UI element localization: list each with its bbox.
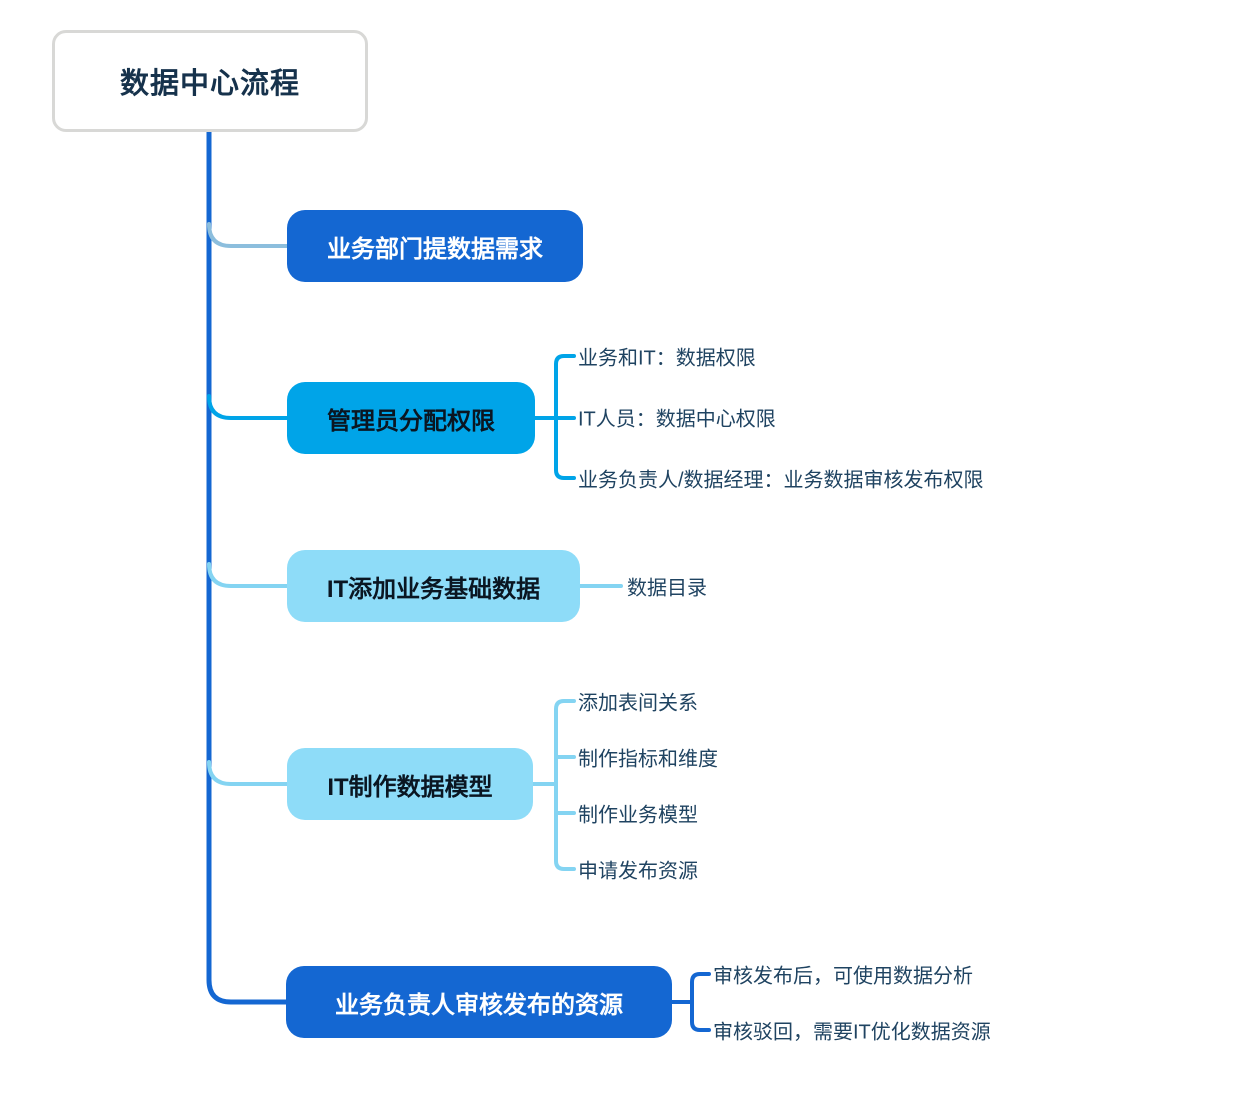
connector-branch-2 (207, 394, 291, 420)
trunk-connector-branch-5 (206, 129, 291, 1005)
connector-branch-4-bracket (554, 699, 576, 871)
leaf-owner-manager-review-publish-permission[interactable]: 业务负责人/数据经理：业务数据审核发布权限 (578, 469, 984, 492)
branch-node-business-data-request[interactable]: 业务部门提数据需求 (287, 210, 583, 282)
leaf-data-catalog[interactable]: 数据目录 (627, 577, 707, 600)
leaf-build-metrics-dimensions[interactable]: 制作指标和维度 (578, 748, 718, 771)
connector-branch-2-bracket (554, 354, 576, 480)
connector-branch-1 (207, 222, 291, 248)
leaf-rejected-it-optimize-data[interactable]: 审核驳回，需要IT优化数据资源 (713, 1021, 991, 1044)
root-node-data-center-process[interactable]: 数据中心流程 (52, 30, 368, 132)
connector-branch-3 (207, 562, 291, 588)
leaf-apply-publish-resource[interactable]: 申请发布资源 (578, 860, 698, 883)
branch-node-admin-assign-permissions[interactable]: 管理员分配权限 (287, 382, 535, 454)
connector-branch-4 (207, 760, 291, 786)
leaf-it-staff-datacenter-permission[interactable]: IT人员：数据中心权限 (578, 408, 776, 431)
leaf-build-business-model[interactable]: 制作业务模型 (578, 804, 698, 827)
connector-branch-5-bracket (690, 972, 711, 1032)
branch-node-owner-review-publish[interactable]: 业务负责人审核发布的资源 (286, 966, 672, 1038)
leaf-add-table-relations[interactable]: 添加表间关系 (578, 692, 698, 715)
leaf-business-and-it-data-permission[interactable]: 业务和IT：数据权限 (578, 347, 756, 370)
branch-node-it-add-base-data[interactable]: IT添加业务基础数据 (287, 550, 580, 622)
branch-node-it-build-data-model[interactable]: IT制作数据模型 (287, 748, 533, 820)
leaf-approved-use-data-analysis[interactable]: 审核发布后，可使用数据分析 (713, 965, 973, 988)
